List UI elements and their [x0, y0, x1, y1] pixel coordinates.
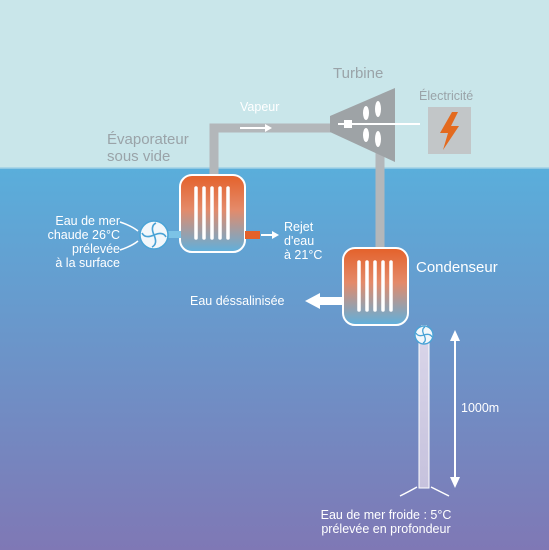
warm-water-label: Eau de mer chaude 26°C prélevée à la sur…: [47, 214, 120, 270]
electricity-icon: [428, 107, 471, 154]
surface-intake-arrows: [119, 221, 139, 251]
sea: [0, 168, 549, 550]
depth-label: 1000m: [461, 401, 500, 415]
depth-arrow: [450, 330, 460, 488]
desalinated-water-arrow: [305, 293, 344, 309]
vapour-label: Vapeur: [240, 100, 280, 114]
evaporator: [179, 174, 246, 253]
turbine-label: Turbine: [333, 65, 384, 82]
electricity-label: Électricité: [419, 89, 474, 103]
turbine: [330, 88, 420, 162]
reject-label: Rejet d'eau à 21°C: [284, 220, 323, 262]
desalinated-water-label: Eau déssalinisée: [190, 294, 285, 308]
vapour-pipe: [209, 123, 336, 180]
evaporator-label: Évaporateur sous vide: [107, 131, 189, 165]
deep-pump-icon: [414, 325, 434, 345]
vapour-arrow: [240, 124, 272, 132]
condenser-label: Condenseur: [416, 259, 498, 276]
condenser: [342, 247, 409, 326]
surface-pump-icon: [139, 220, 169, 250]
deep-intake-arrows: [399, 486, 450, 497]
reject-arrow: [261, 231, 279, 239]
deep-water-pipe: [418, 341, 430, 489]
cold-water-label: Eau de mer froide : 5°C prélevée en prof…: [320, 508, 452, 536]
